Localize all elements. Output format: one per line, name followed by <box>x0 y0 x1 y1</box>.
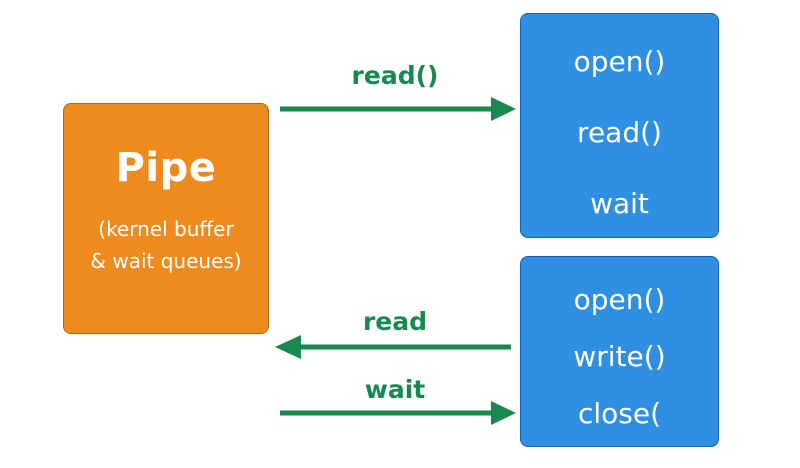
reader-wait-label: wait <box>590 187 649 220</box>
writer-close-label: close( <box>577 397 662 430</box>
read-return-label: read <box>362 307 428 336</box>
pipe-title: Pipe <box>115 145 217 191</box>
writer-open-label: open() <box>573 283 666 316</box>
writer-write-label: write() <box>573 340 666 373</box>
wait-label: wait <box>364 375 426 404</box>
pipe-subtitle-line1: (kernel buffer <box>98 217 234 241</box>
reader-read-label: read() <box>577 116 662 149</box>
reader-open-label: open() <box>573 45 666 78</box>
pipe-subtitle-line2: & wait queues) <box>90 249 242 273</box>
reader-process-box: open() read() wait <box>520 13 719 238</box>
read-call-label: read() <box>351 61 439 90</box>
read-call-arrow <box>280 97 516 121</box>
writer-process-box: open() write() close( <box>520 256 719 447</box>
read-return-arrow <box>275 335 511 359</box>
pipe-box: Pipe (kernel buffer & wait queues) <box>63 103 269 334</box>
wait-arrow <box>280 401 516 425</box>
